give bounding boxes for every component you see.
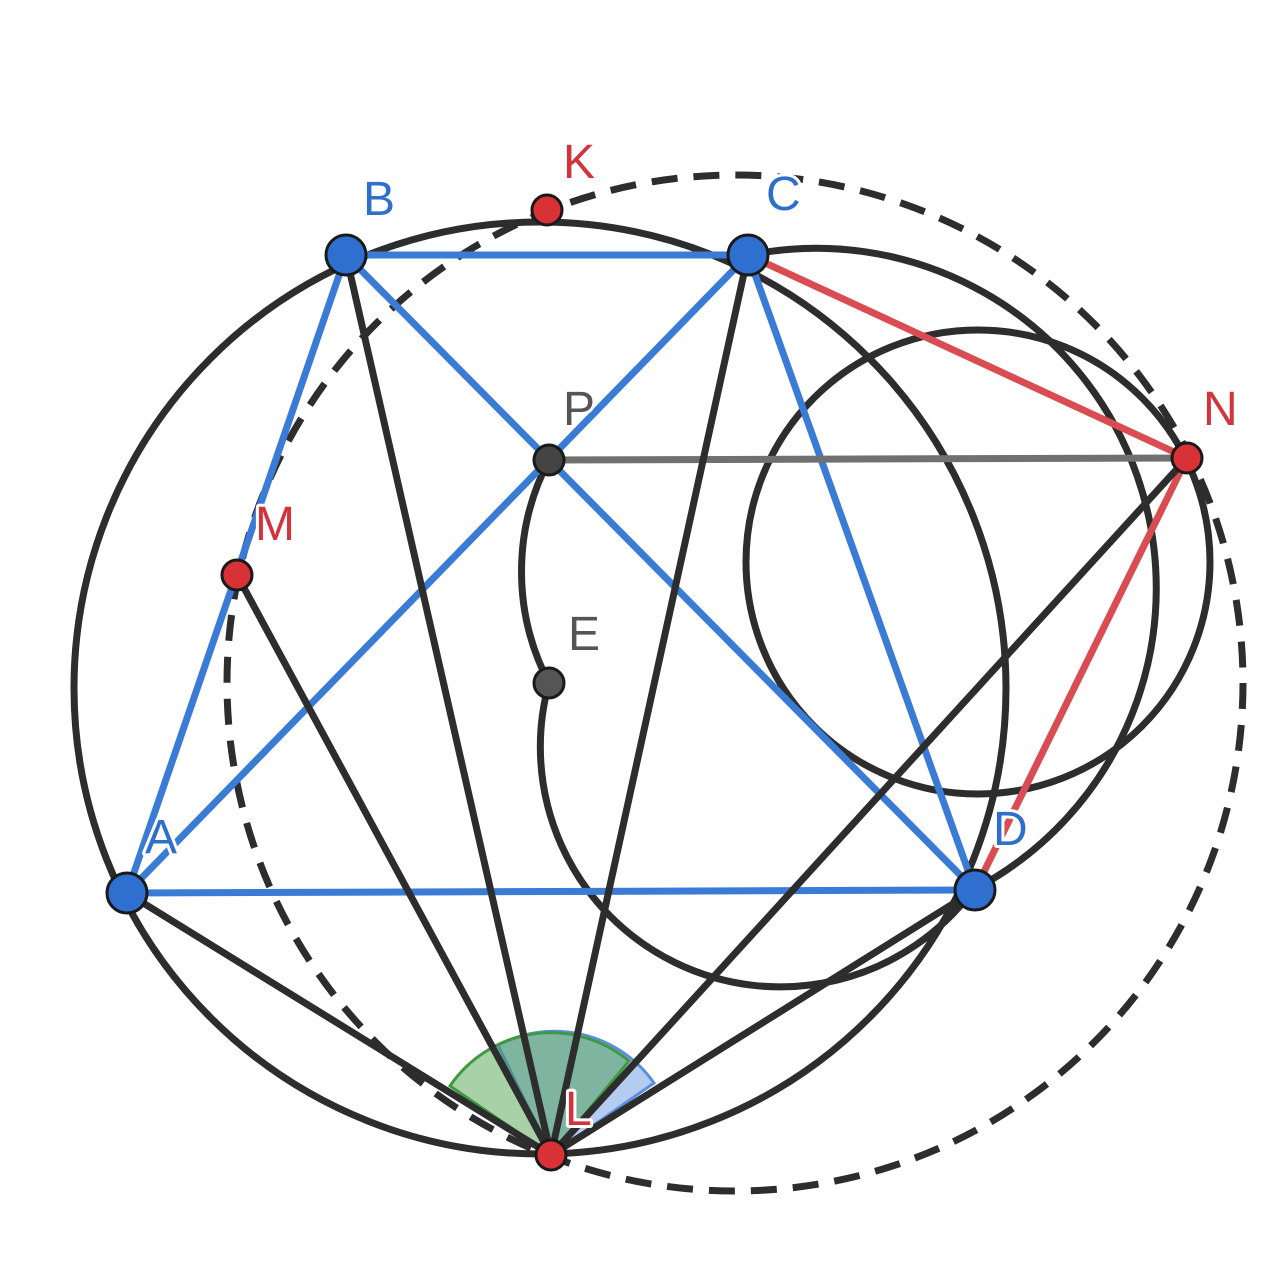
point-e xyxy=(532,666,566,700)
segment-cn xyxy=(744,251,1191,462)
point-k xyxy=(530,193,564,227)
label-e: E xyxy=(568,608,600,661)
arc-through-p-e xyxy=(518,244,1160,991)
segment-lc xyxy=(547,251,752,1159)
label-l: L xyxy=(565,1083,592,1136)
point-d xyxy=(953,868,997,912)
label-m: M xyxy=(255,498,295,551)
segment-pn xyxy=(548,454,1188,464)
segment-lb xyxy=(342,251,555,1159)
point-a xyxy=(105,871,149,915)
segment-ln xyxy=(547,454,1191,1159)
label-n: N xyxy=(1203,383,1238,436)
segment-ld xyxy=(547,886,979,1159)
diagonal-ac xyxy=(123,251,752,897)
segment-cd xyxy=(744,251,979,894)
points xyxy=(105,193,1204,1172)
point-b xyxy=(324,233,368,277)
segment-la xyxy=(123,889,555,1159)
point-p xyxy=(532,443,566,477)
label-a: A xyxy=(145,811,177,864)
label-d: D xyxy=(993,803,1028,856)
segment-nd xyxy=(971,454,1191,894)
label-b: B xyxy=(363,173,395,226)
quadrilateral-lines xyxy=(123,251,979,897)
label-c: C xyxy=(766,168,801,221)
point-l xyxy=(534,1138,568,1172)
point-c xyxy=(726,233,770,277)
circle-cnd xyxy=(742,326,1214,798)
label-p: P xyxy=(563,383,595,436)
dashed-circle xyxy=(223,171,1247,1195)
red-segments xyxy=(744,251,1191,894)
label-k: K xyxy=(563,136,595,189)
diagonal-bd xyxy=(342,251,979,894)
point-n xyxy=(1170,441,1204,475)
segment-ad xyxy=(123,886,979,897)
point-m xyxy=(220,558,254,592)
segment-lm xyxy=(233,571,555,1159)
lines-through-l xyxy=(123,251,1191,1159)
labels: A B C D K M N L P E xyxy=(142,133,1241,1139)
